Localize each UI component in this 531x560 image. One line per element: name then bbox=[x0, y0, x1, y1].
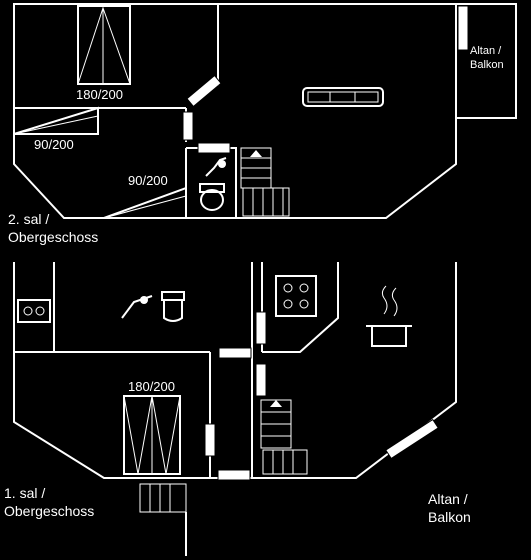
lower-balcony-label: Altan / Balkon bbox=[428, 490, 471, 526]
upper-balcony-line2: Balkon bbox=[470, 59, 504, 71]
upper-bed-label-1: 180/200 bbox=[76, 87, 123, 102]
lower-floor-title-line1: 1. sal / bbox=[4, 485, 46, 501]
double-bed-upper bbox=[77, 5, 131, 85]
lower-balcony-line2: Balkon bbox=[428, 509, 471, 525]
upper-floor-title: 2. sal / Obergeschoss bbox=[8, 210, 98, 246]
lower-window bbox=[385, 418, 439, 460]
upper-balcony-label: Altan / Balkon bbox=[470, 44, 504, 72]
lower-door-3 bbox=[255, 363, 267, 397]
dishwasher-icon bbox=[17, 299, 51, 323]
upper-floor-title-line2: Obergeschoss bbox=[8, 229, 99, 245]
cooking-pot-icon bbox=[366, 285, 412, 347]
shower-icon bbox=[121, 295, 153, 319]
toilet-icon bbox=[161, 291, 185, 322]
shower-icon bbox=[205, 157, 227, 177]
upper-balcony-line1: Altan / bbox=[470, 45, 502, 57]
stairs-icon bbox=[250, 150, 262, 157]
upper-floor bbox=[13, 3, 517, 219]
toilet-icon bbox=[199, 183, 225, 211]
upper-floor-title-line1: 2. sal / bbox=[8, 211, 50, 227]
upper-door bbox=[186, 74, 222, 108]
lower-door-5 bbox=[217, 469, 251, 481]
lower-floor-title-line2: Obergeschoss bbox=[4, 503, 95, 519]
lower-door-2 bbox=[255, 311, 267, 345]
lower-floor bbox=[13, 262, 457, 556]
stove-icon bbox=[275, 275, 317, 317]
sofa-icon bbox=[302, 87, 384, 107]
upper-bed-label-2: 90/200 bbox=[34, 137, 74, 152]
entrance-stairs bbox=[139, 483, 187, 513]
upper-window-1 bbox=[457, 5, 469, 51]
lower-kitchen-wall bbox=[262, 262, 339, 353]
lower-door-1 bbox=[218, 347, 252, 359]
upper-bath-door bbox=[197, 142, 231, 154]
lower-floor-outer-wall bbox=[13, 262, 457, 479]
lower-bed-label-1: 180/200 bbox=[128, 379, 175, 394]
lower-door-4 bbox=[204, 423, 216, 457]
upper-window-2 bbox=[182, 111, 194, 141]
lower-balcony-line1: Altan / bbox=[428, 491, 468, 507]
upper-floor-outer-wall bbox=[13, 3, 517, 219]
single-bed-upper-2 bbox=[103, 186, 187, 219]
lower-floor-title: 1. sal / Obergeschoss bbox=[4, 484, 94, 520]
single-bed-upper-1 bbox=[13, 106, 99, 135]
upper-bed-label-3: 90/200 bbox=[128, 173, 168, 188]
